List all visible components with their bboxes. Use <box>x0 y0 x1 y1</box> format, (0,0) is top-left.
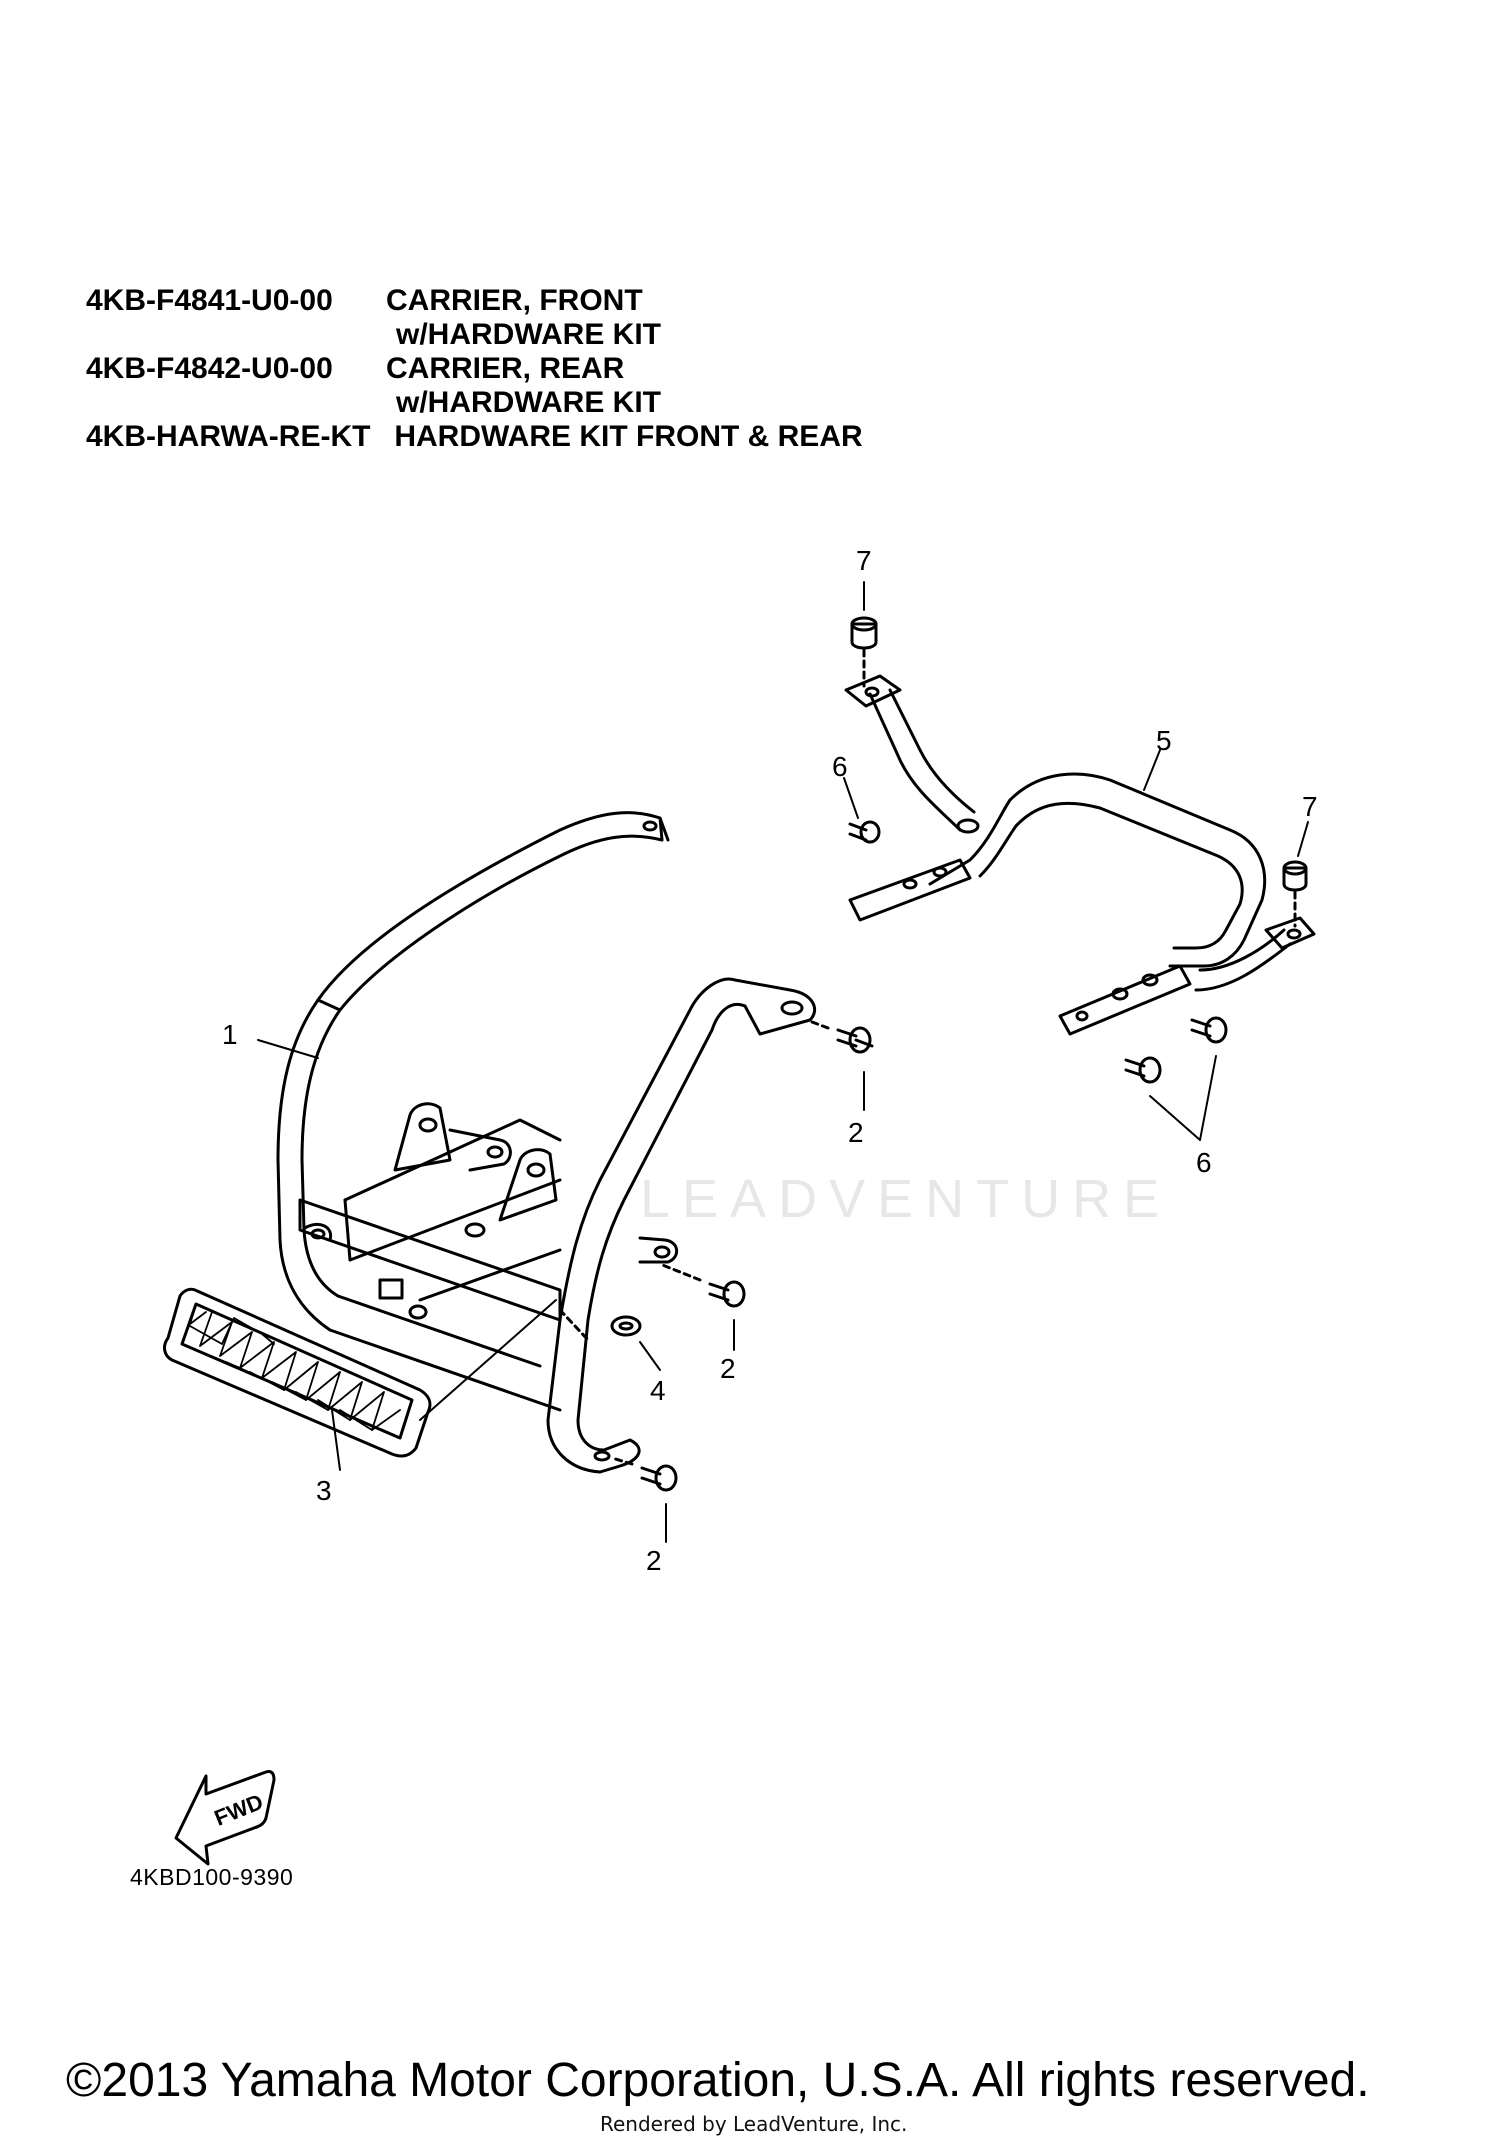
fwd-arrow-icon <box>174 1770 276 1866</box>
copyright-notice: ©2013 Yamaha Motor Corporation, U.S.A. A… <box>66 2054 1370 2107</box>
callout-6: 6 <box>832 751 848 782</box>
callout-7: 7 <box>1302 791 1318 822</box>
callout-3: 3 <box>316 1475 332 1506</box>
hardware-drawing <box>558 616 1308 1492</box>
part-row-front-carrier: 4KB-F4841-U0-00 CARRIER, FRONT <box>86 284 966 318</box>
part-row-hardware-kit: 4KB-HARWA-RE-KT HARDWARE KIT FRONT & REA… <box>86 420 966 454</box>
front-grille-drawing <box>163 1287 432 1458</box>
render-note: Rendered by LeadVenture, Inc. <box>600 2112 908 2136</box>
figure-code: 4KBD100-9390 <box>130 1864 294 1890</box>
part-description: HARDWARE KIT FRONT & REAR <box>386 420 863 453</box>
part-description: CARRIER, FRONT <box>386 284 643 317</box>
callout-7: 7 <box>856 545 872 576</box>
callout-4: 4 <box>650 1375 666 1406</box>
callout-2: 2 <box>646 1545 662 1576</box>
part-description: CARRIER, REAR <box>386 352 625 385</box>
callout-6: 6 <box>1196 1147 1212 1178</box>
leader-lines <box>257 581 1309 1543</box>
callout-2: 2 <box>720 1353 736 1384</box>
rear-carrier-drawing <box>844 674 1316 1036</box>
front-carrier-drawing <box>276 811 816 1474</box>
part-row-rear-carrier: 4KB-F4842-U0-00 CARRIER, REAR <box>86 352 966 386</box>
parts-list: 4KB-F4841-U0-00 CARRIER, FRONT w/HARDWAR… <box>86 284 966 454</box>
callout-numbers: 1 2 2 2 3 4 5 6 6 7 7 FWD <box>211 545 1318 1831</box>
part-number: 4KB-F4841-U0-00 <box>86 284 333 317</box>
part-note: w/HARDWARE KIT <box>396 386 661 419</box>
callout-5: 5 <box>1156 725 1172 756</box>
part-number: 4KB-HARWA-RE-KT <box>86 420 371 453</box>
part-note: w/HARDWARE KIT <box>396 318 661 351</box>
callout-2: 2 <box>848 1117 864 1148</box>
watermark: LEADVENTURE <box>640 1169 1172 1229</box>
part-number: 4KB-F4842-U0-00 <box>86 352 333 385</box>
callout-1: 1 <box>222 1019 238 1050</box>
